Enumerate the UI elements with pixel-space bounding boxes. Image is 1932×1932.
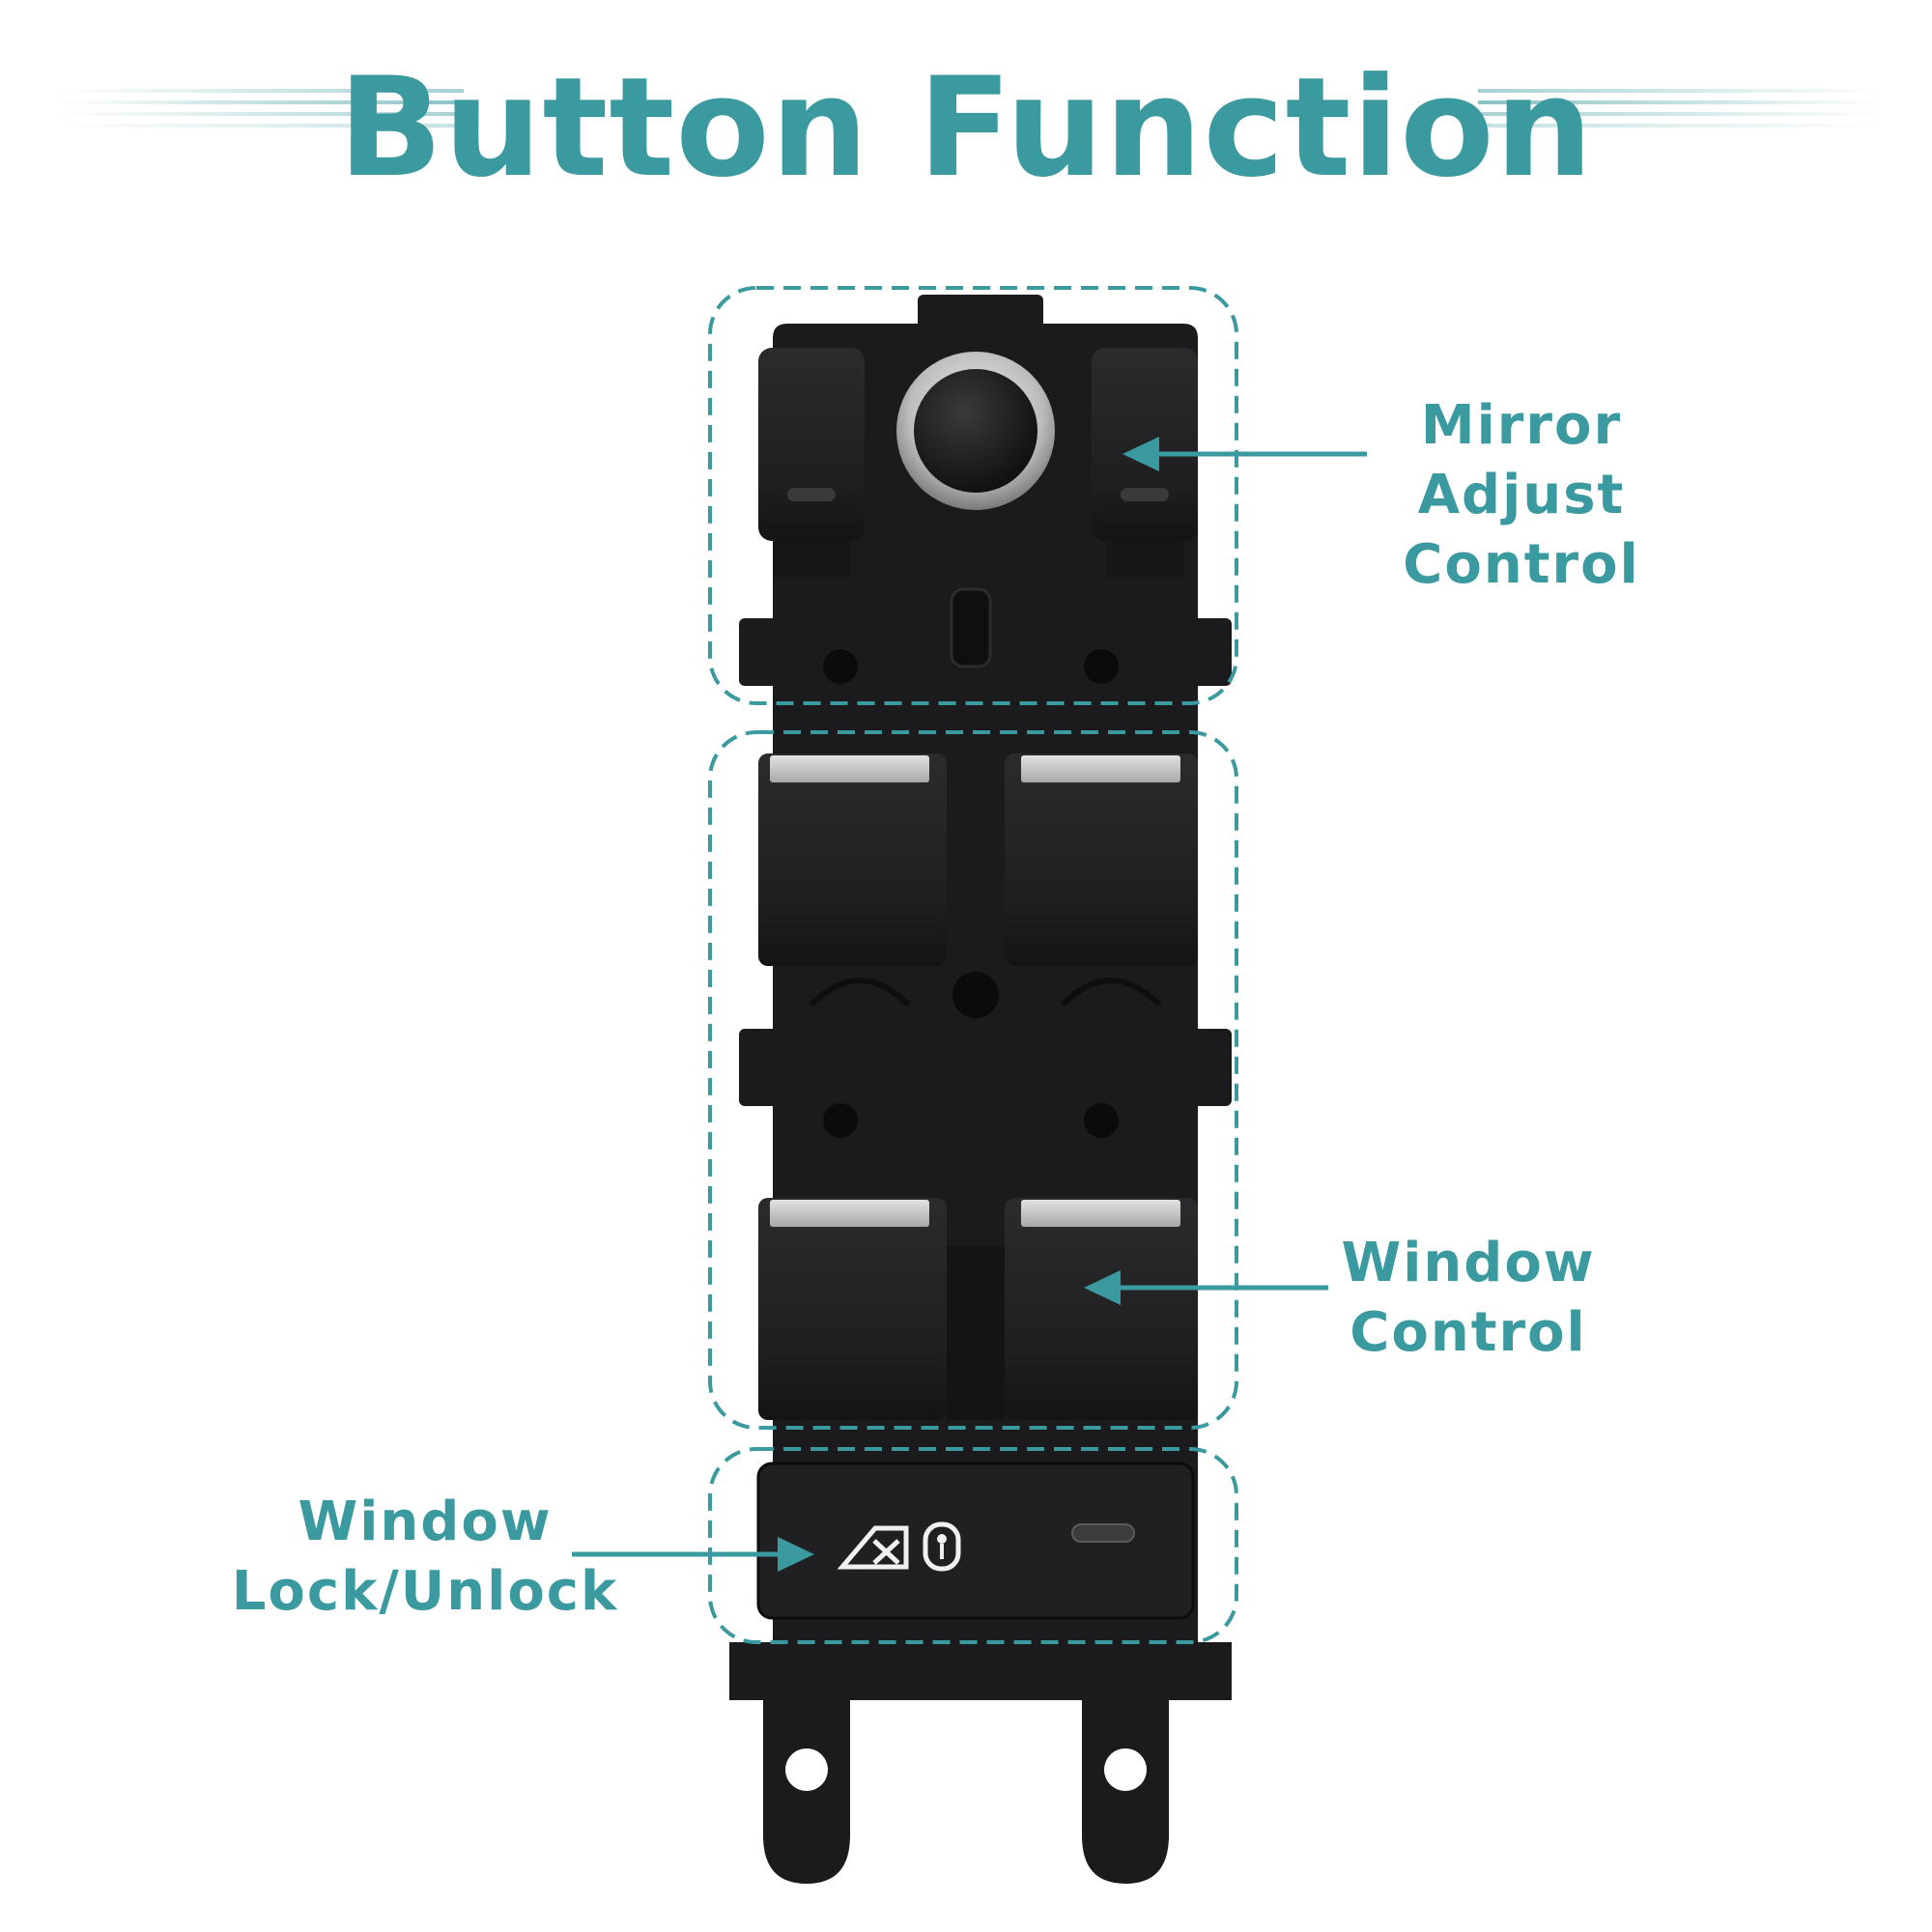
window-label-line1: Window	[1341, 1232, 1596, 1294]
window-lock-icon	[837, 1525, 909, 1570]
window-switch-rear[interactable]	[758, 1198, 1198, 1420]
window-arrow	[1084, 1270, 1328, 1305]
mirror-label-line2: Adjust Control	[1403, 464, 1640, 596]
mirror-section-outline	[708, 286, 1238, 705]
mirror-knob[interactable]	[914, 369, 1037, 493]
mirror-arrow	[1122, 437, 1367, 471]
child-lock-icon	[923, 1521, 961, 1572]
lock-arrow	[572, 1537, 814, 1572]
window-label-line2: Control	[1350, 1301, 1587, 1364]
mirror-adjust-control[interactable]	[758, 348, 1198, 578]
lock-label-line1: Window	[298, 1491, 553, 1553]
window-switch-front[interactable]	[758, 753, 1198, 1008]
window-control-label: Window Control	[1294, 1229, 1642, 1368]
window-section-outline	[708, 730, 1238, 1430]
lock-label-line2: Lock/Unlock	[231, 1560, 619, 1623]
page-title: Button Function	[338, 48, 1594, 208]
lock-section-outline	[708, 1447, 1238, 1644]
mirror-adjust-label: Mirror Adjust Control	[1304, 391, 1739, 600]
mirror-label-line1: Mirror	[1420, 394, 1623, 457]
window-lock-label: Window Lock/Unlock	[222, 1488, 628, 1627]
window-lock-button[interactable]	[756, 1462, 1195, 1620]
